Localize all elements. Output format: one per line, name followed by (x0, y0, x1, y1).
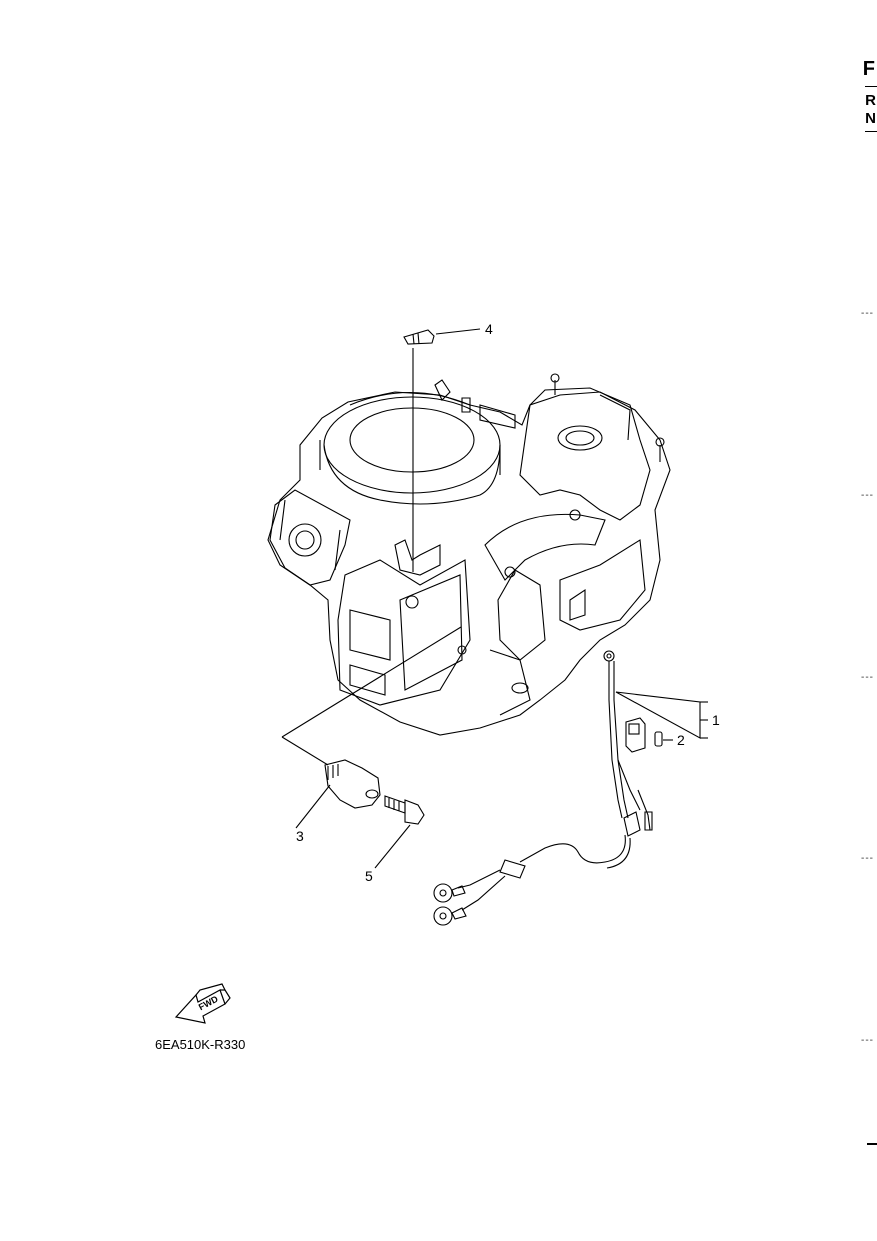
edge-letter-n: N (865, 110, 876, 127)
edge-rule (865, 131, 877, 132)
edge-tick: --- (861, 672, 874, 683)
part-4-cap (403, 328, 481, 572)
edge-rule (865, 86, 877, 87)
part-5-bolt (374, 795, 425, 869)
drawing-code: 6EA510K-R330 (155, 1037, 246, 1052)
fwd-arrow-icon (174, 983, 231, 1024)
callout-2: 2 (677, 732, 685, 748)
callout-5: 5 (365, 868, 373, 884)
edge-tick: --- (861, 490, 874, 501)
edge-tick: --- (861, 1035, 874, 1046)
edge-tick: --- (861, 853, 874, 864)
part-3-bracket (281, 626, 462, 829)
engine-block-drawing (267, 373, 671, 736)
callout-4: 4 (485, 321, 493, 337)
edge-bottom-rule (867, 1143, 877, 1145)
part-1-wire-harness (433, 650, 708, 926)
callout-1: 1 (712, 712, 720, 728)
edge-tick: --- (861, 308, 874, 319)
edge-letter-r: R (865, 92, 876, 109)
callout-3: 3 (296, 828, 304, 844)
edge-letter-f: F (862, 58, 875, 80)
part-2-fuse (625, 717, 673, 753)
